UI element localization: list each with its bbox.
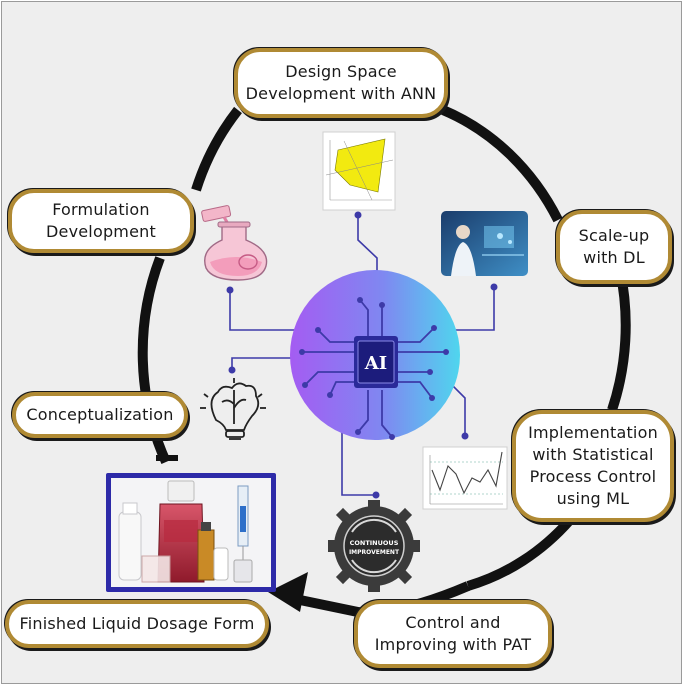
stage-scale-up: Scale-up with DL xyxy=(556,210,672,284)
stage-control: Control and Improving with PAT xyxy=(354,600,552,668)
stage-design-space: Design Space Development with ANN xyxy=(234,48,448,118)
ring-segment-right xyxy=(607,268,631,412)
flask-pouring-icon xyxy=(201,205,268,281)
liquid-medicine-bottles-photo xyxy=(106,473,276,592)
cycle-ring xyxy=(137,105,631,591)
brain-lightbulb-icon xyxy=(200,378,266,440)
circuit-nodes xyxy=(226,211,498,499)
ring-segment-top-left xyxy=(191,106,242,192)
yellow-polygon-plot-icon xyxy=(322,131,396,211)
gear-text-line-2: IMPROVEMENT xyxy=(349,549,400,556)
lab-scientist-photo xyxy=(441,211,528,276)
ring-end-cap xyxy=(156,455,178,461)
stage-finished-label: Finished Liquid Dosage Form xyxy=(19,614,255,633)
stage-control-label: Control and Improving with PAT xyxy=(374,613,532,654)
stage-implementation: Implementation with Statistical Process … xyxy=(512,410,674,522)
stage-conceptualization-label: Conceptualization xyxy=(26,405,174,424)
control-chart-icon xyxy=(422,446,508,510)
ring-segment-bottom-right xyxy=(466,516,574,591)
gear-text-line-1: CONTINUOUS xyxy=(350,539,399,547)
stage-conceptualization: Conceptualization xyxy=(12,392,188,438)
stage-formulation: Formulation Development xyxy=(8,189,194,253)
stage-formulation-label: Formulation Development xyxy=(46,200,156,241)
ai-label: AI xyxy=(364,353,387,374)
continuous-improvement-gear-icon: CONTINUOUS IMPROVEMENT xyxy=(328,500,420,592)
stage-finished: Finished Liquid Dosage Form xyxy=(5,600,269,648)
chip-nodes xyxy=(299,297,449,440)
ring-arrowhead xyxy=(268,572,308,612)
ring-segment-top-right xyxy=(441,105,563,223)
ai-chip xyxy=(354,336,398,388)
stage-implementation-label: Implementation with Statistical Process … xyxy=(528,423,658,508)
stage-design-space-label: Design Space Development with ANN xyxy=(245,62,437,103)
chip-traces xyxy=(302,299,446,438)
stage-scale-up-label: Scale-up with DL xyxy=(578,226,650,267)
